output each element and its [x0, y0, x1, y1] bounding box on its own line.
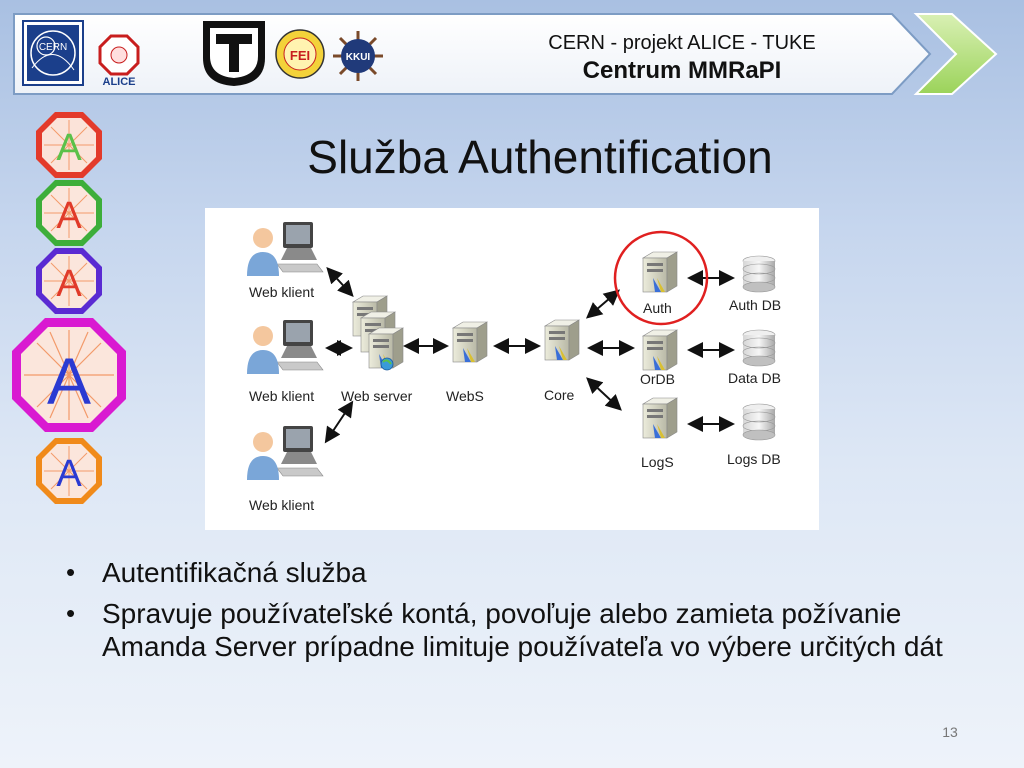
- medal-letter: A: [56, 263, 82, 305]
- next-arrow-icon[interactable]: [912, 12, 1000, 100]
- medal-letter: A: [56, 195, 82, 237]
- bullet-list: • Autentifikačná služba • Spravuje používa…: [60, 556, 990, 671]
- connector-arrow: [326, 267, 354, 297]
- medal-letter: A: [56, 453, 82, 495]
- core-server-icon: [544, 319, 580, 361]
- medal-letter: A: [56, 127, 82, 169]
- medal-letter: A: [47, 344, 91, 418]
- page-number: 13: [942, 724, 958, 740]
- label-data-db: Data DB: [728, 370, 781, 386]
- web-server-icon: [352, 295, 404, 371]
- label-logs-db: Logs DB: [727, 451, 781, 467]
- banner-title-line1: CERN - projekt ALICE - TUKE: [548, 32, 816, 54]
- alice-medal-magenta-large: A: [10, 316, 128, 438]
- alice-medal-green: A: [34, 178, 104, 252]
- label-core: Core: [544, 387, 575, 403]
- label-web-klient-3: Web klient: [249, 497, 315, 513]
- data-db-icon: [742, 329, 776, 367]
- bullet-item: • Autentifikačná služba: [60, 556, 990, 589]
- label-web-server: Web server: [341, 388, 413, 404]
- bullet-dot-icon: •: [66, 598, 76, 628]
- label-logs: LogS: [641, 454, 674, 470]
- logs-db-icon: [742, 403, 776, 441]
- diagram-canvas: [246, 221, 776, 481]
- logs-server-icon: [642, 397, 678, 439]
- kkui-logo-text: KKUI: [346, 52, 371, 63]
- fei-logo: FEI: [274, 24, 326, 84]
- webs-server-icon: [452, 321, 488, 363]
- connector-arrow: [586, 377, 622, 411]
- bullet-text: Autentifikačná služba: [102, 557, 367, 588]
- header-banner: CERN ALICE FEI: [12, 12, 932, 96]
- web-client-icon: [246, 319, 324, 375]
- label-web-klient-2: Web klient: [249, 388, 315, 404]
- alice-medal-red: A: [34, 110, 104, 184]
- cern-logo: CERN: [22, 20, 84, 86]
- auth-db-icon: [742, 255, 776, 293]
- alice-medal-purple: A: [34, 246, 104, 320]
- label-auth-db: Auth DB: [729, 297, 782, 313]
- auth-highlight-circle: [613, 230, 709, 326]
- tuke-logo: [200, 18, 268, 88]
- architecture-diagram: Web klient Web klient Web klient Web ser…: [205, 208, 819, 530]
- alice-logo: ALICE: [98, 34, 140, 88]
- bullet-item: • Spravuje používateľské kontá, povoľuje …: [60, 597, 990, 663]
- bullet-text: Spravuje používateľské kontá, povoľuje a…: [102, 598, 943, 662]
- banner-title-line2: Centrum MMRaPI: [582, 57, 782, 84]
- auth-server-icon: [642, 251, 678, 293]
- connector-arrow: [585, 289, 621, 319]
- label-auth: Auth: [643, 300, 672, 316]
- fei-logo-text: FEI: [290, 48, 310, 63]
- label-web-klient-1: Web klient: [249, 284, 315, 300]
- kkui-logo: KKUI: [332, 30, 384, 82]
- alice-medal-orange: A: [34, 436, 104, 510]
- label-webs: WebS: [446, 388, 484, 404]
- slide-title: Služba Authentification: [307, 131, 773, 183]
- banner-title: CERN - projekt ALICE - TUKE Centrum MMRa…: [482, 32, 882, 85]
- cern-logo-text: CERN: [39, 42, 67, 53]
- web-client-icon: [246, 221, 324, 277]
- connector-arrow: [324, 400, 354, 444]
- label-ordb: OrDB: [640, 371, 675, 387]
- bullet-dot-icon: •: [66, 557, 76, 587]
- ordb-server-icon: [642, 329, 678, 371]
- alice-logo-text: ALICE: [103, 76, 136, 86]
- web-client-icon: [246, 425, 324, 481]
